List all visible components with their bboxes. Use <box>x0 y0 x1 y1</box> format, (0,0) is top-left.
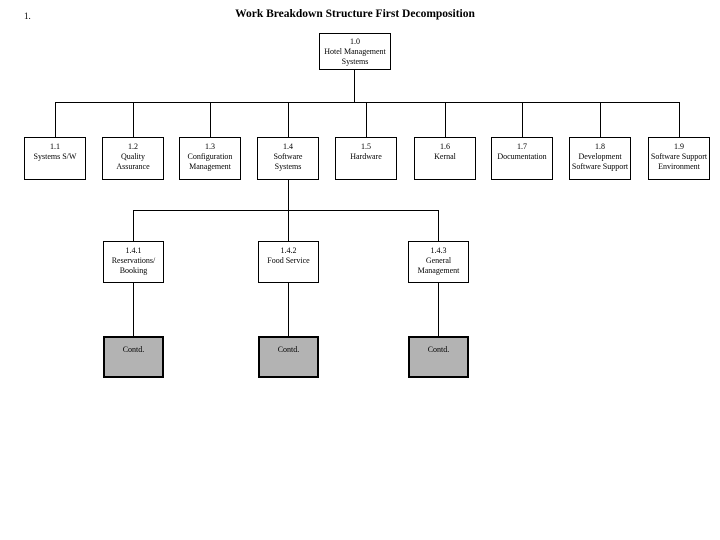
wbs-node-1-4-2: 1.4.2 Food Service <box>258 241 319 283</box>
connector-drop-1-4-3 <box>438 210 439 241</box>
contd-label: Contd. <box>277 345 300 354</box>
wbs-node-1-3: 1.3 Configuration Management <box>179 137 241 180</box>
wbs-node-1-0: 1.0 Hotel Management Systems <box>319 33 391 70</box>
contd-label: Contd. <box>427 345 450 354</box>
wbs-node-1-4-3: 1.4.3 General Management <box>408 241 469 283</box>
node-label: Hardware <box>350 152 382 161</box>
node-label: Systems S/W <box>33 152 77 161</box>
node-number: 1.0 <box>350 37 360 46</box>
node-number: 1.3 <box>205 142 215 151</box>
wbs-node-1-6: 1.6 Kernal <box>414 137 476 180</box>
wbs-node-1-9: 1.9 Software Support Environment <box>648 137 710 180</box>
connector-level2-bus <box>133 210 439 211</box>
node-label: Configuration Management <box>187 152 233 171</box>
wbs-node-1-7: 1.7 Documentation <box>491 137 553 180</box>
node-label: Software Support Environment <box>650 152 708 171</box>
node-number: 1.1 <box>50 142 60 151</box>
node-number: 1.7 <box>517 142 527 151</box>
node-label: Development Software Support <box>571 152 629 171</box>
connector-contd-2 <box>288 283 289 336</box>
connector-drop-1-4-2 <box>288 210 289 241</box>
connector-root-drop <box>354 70 355 102</box>
connector-drop-1-8 <box>600 102 601 137</box>
connector-drop-1-2 <box>133 102 134 137</box>
node-label: Documentation <box>497 152 547 161</box>
node-label: General Management <box>417 256 460 275</box>
node-number: 1.5 <box>361 142 371 151</box>
corner-label: 1. <box>24 11 31 21</box>
wbs-node-1-5: 1.5 Hardware <box>335 137 397 180</box>
connector-1-4-drop <box>288 180 289 210</box>
node-number: 1.4.1 <box>125 246 142 255</box>
node-label: Software Systems <box>273 152 303 171</box>
node-label: Reservations/ Booking <box>111 256 156 275</box>
connector-level1-bus <box>55 102 680 103</box>
node-label: Quality Assurance <box>116 152 150 171</box>
contd-box-1: Contd. <box>103 336 164 378</box>
wbs-node-1-4-1: 1.4.1 Reservations/ Booking <box>103 241 164 283</box>
connector-contd-1 <box>133 283 134 336</box>
wbs-node-1-4: 1.4 Software Systems <box>257 137 319 180</box>
node-number: 1.9 <box>674 142 684 151</box>
page-title: Work Breakdown Structure First Decomposi… <box>235 8 475 20</box>
contd-box-2: Contd. <box>258 336 319 378</box>
node-label: Kernal <box>434 152 456 161</box>
node-number: 1.8 <box>595 142 605 151</box>
contd-label: Contd. <box>122 345 145 354</box>
node-number: 1.4.2 <box>280 246 297 255</box>
connector-contd-3 <box>438 283 439 336</box>
node-label: Food Service <box>267 256 310 265</box>
contd-box-3: Contd. <box>408 336 469 378</box>
connector-drop-1-3 <box>210 102 211 137</box>
wbs-node-1-8: 1.8 Development Software Support <box>569 137 631 180</box>
connector-drop-1-4 <box>288 102 289 137</box>
wbs-node-1-1: 1.1 Systems S/W <box>24 137 86 180</box>
node-label: Hotel Management Systems <box>324 47 386 66</box>
connector-drop-1-9 <box>679 102 680 137</box>
node-number: 1.6 <box>440 142 450 151</box>
node-number: 1.2 <box>128 142 138 151</box>
node-number: 1.4.3 <box>430 246 447 255</box>
connector-drop-1-1 <box>55 102 56 137</box>
connector-drop-1-5 <box>366 102 367 137</box>
node-number: 1.4 <box>283 142 293 151</box>
connector-drop-1-7 <box>522 102 523 137</box>
connector-drop-1-6 <box>445 102 446 137</box>
wbs-node-1-2: 1.2 Quality Assurance <box>102 137 164 180</box>
connector-drop-1-4-1 <box>133 210 134 241</box>
